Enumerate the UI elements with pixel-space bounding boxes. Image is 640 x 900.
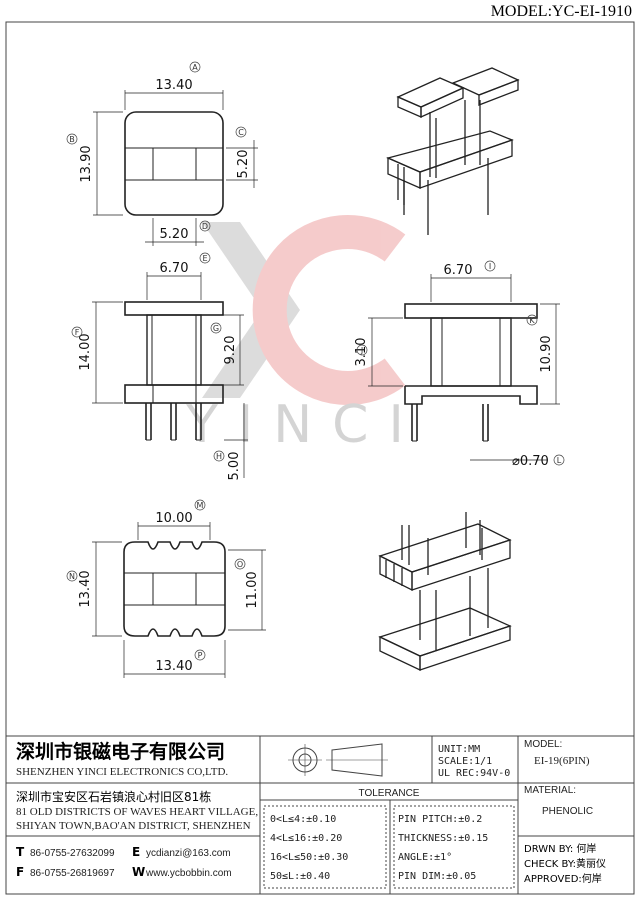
- tolerance-line: PIN PITCH:±0.2: [398, 814, 482, 825]
- dim-side-pin: ⌀0.70: [512, 454, 549, 469]
- email-value: ycdianzi@163.com: [146, 848, 231, 859]
- spec-ul: UL REC:94V-0: [438, 768, 510, 779]
- dimension-markers: [66, 61, 565, 661]
- dim-side-right: 10.90: [539, 335, 554, 372]
- marker-letter: E: [202, 254, 207, 263]
- tolerance-line: 50≤L:±0.40: [270, 871, 330, 882]
- iso-view-top: [386, 67, 520, 235]
- bottom-view: [92, 522, 266, 678]
- spec-scale: SCALE:1/1: [438, 756, 492, 767]
- model-header: MODEL:YC-EI-1910: [491, 3, 632, 20]
- tolerance-line: ANGLE:±1°: [398, 852, 452, 863]
- web-label: W: [132, 865, 145, 879]
- marker-letter: L: [557, 456, 562, 465]
- front-view: [92, 272, 248, 478]
- marker-letters: A B C D E F G H I J K L M N O P: [69, 63, 562, 660]
- spec-unit: UNIT:MM: [438, 744, 480, 755]
- email-label: E: [132, 845, 140, 859]
- top-view: [93, 90, 258, 246]
- model-value: EI-19(6PIN): [534, 755, 590, 767]
- marker-letter: A: [192, 63, 198, 72]
- marker-letter: C: [238, 128, 244, 137]
- watermark-text: YINCI: [185, 395, 424, 455]
- company-name-en: SHENZHEN YINCI ELECTRONICS CO,LTD.: [16, 766, 228, 778]
- web-value: www.ycbobbin.com: [145, 868, 232, 879]
- dim-side-top: 6.70: [444, 263, 473, 278]
- marker-letter: F: [75, 328, 80, 337]
- tolerance-title: TOLERANCE: [359, 788, 420, 799]
- marker-letter: H: [216, 452, 222, 461]
- marker-letter: G: [213, 324, 219, 333]
- dim-bottom-right: 11.00: [245, 571, 260, 608]
- tolerance-left: 0<L≤4:±0.10 4<L≤16:±0.20 16<L≤50:±0.30 5…: [270, 814, 348, 882]
- marker-letter: N: [69, 572, 75, 581]
- side-view: [368, 274, 560, 461]
- title-block: 深圳市银磁电子有限公司 SHENZHEN YINCI ELECTRONICS C…: [6, 735, 634, 894]
- tolerance-line: 4<L≤16:±0.20: [270, 833, 342, 844]
- company-address-cn: 深圳市宝安区石岩镇浪心村旧区81栋: [16, 789, 211, 804]
- material-value: PHENOLIC: [542, 806, 593, 817]
- fax-label: F: [16, 865, 24, 879]
- dim-front-height: 14.00: [78, 333, 93, 370]
- dim-front-inner: 9.20: [223, 336, 238, 365]
- marker-letter: O: [237, 560, 243, 569]
- tolerance-line: THICKNESS:±0.15: [398, 833, 488, 844]
- drawn-by: DRWN BY: 何岸: [524, 842, 596, 855]
- dimension-labels: 13.40 13.90 5.20 5.20 6.70 14.00 9.20 5.…: [78, 78, 554, 674]
- dim-top-width: 13.40: [155, 78, 192, 93]
- tolerance-right: PIN PITCH:±0.2 THICKNESS:±0.15 ANGLE:±1°…: [398, 814, 488, 882]
- marker-letter: K: [529, 316, 535, 325]
- dim-top-height: 13.90: [79, 145, 94, 182]
- company-name-cn: 深圳市银磁电子有限公司: [16, 740, 225, 763]
- dim-top-bottom: 5.20: [160, 227, 189, 242]
- projection-symbol: [288, 743, 388, 777]
- check-by: CHECK BY:黄丽仪: [524, 857, 606, 870]
- drawing-frame: [5, 21, 635, 895]
- fax-value: 86-0755-26819697: [30, 868, 115, 879]
- company-address-en-2: SHIYAN TOWN,BAO'AN DISTRICT, SHENZHEN: [16, 820, 251, 832]
- dim-side-left: 3.10: [354, 338, 369, 367]
- marker-letter: I: [489, 262, 491, 271]
- material-label: MATERIAL:: [524, 785, 576, 796]
- dim-bottom-bottom: 13.40: [155, 659, 192, 674]
- marker-letter: D: [202, 222, 208, 231]
- company-address-en-1: 81 OLD DISTRICTS OF WAVES HEART VILLAGE,: [16, 806, 258, 818]
- watermark-logo: YINCI: [185, 215, 424, 455]
- tolerance-line: 16<L≤50:±0.30: [270, 852, 348, 863]
- marker-letter: J: [360, 346, 363, 355]
- dim-bottom-height: 13.40: [78, 570, 93, 607]
- model-label: MODEL:: [524, 739, 562, 750]
- dim-front-pin: 5.00: [227, 452, 242, 481]
- approved-by: APPROVED:何岸: [524, 872, 602, 885]
- marker-letter: B: [69, 135, 75, 144]
- dim-top-right: 5.20: [236, 150, 251, 179]
- dim-bottom-width: 10.00: [155, 511, 192, 526]
- tolerance-line: PIN DIM:±0.05: [398, 871, 476, 882]
- marker-letter: P: [198, 651, 203, 660]
- marker-letter: M: [197, 501, 204, 510]
- dim-front-top: 6.70: [160, 261, 189, 276]
- tel-value: 86-0755-27632099: [30, 848, 115, 859]
- tel-label: T: [16, 845, 25, 859]
- iso-view-bottom: [378, 512, 512, 672]
- tolerance-line: 0<L≤4:±0.10: [270, 814, 336, 825]
